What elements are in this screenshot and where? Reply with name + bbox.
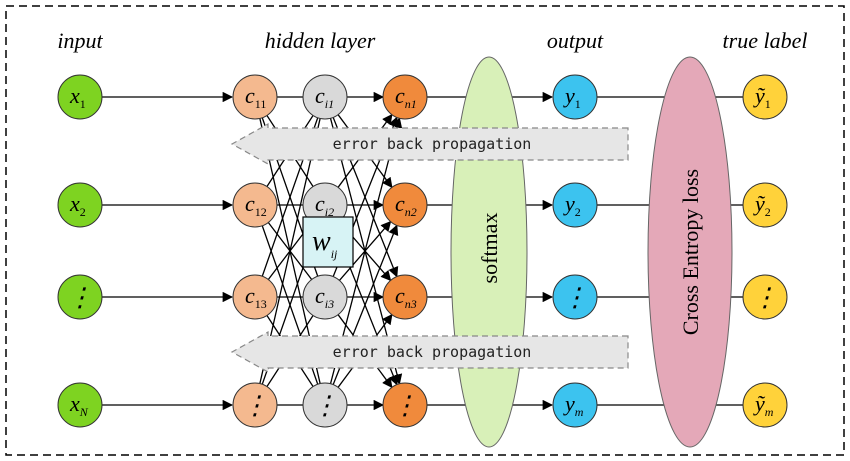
true-label-node-label: ⋮ bbox=[752, 283, 778, 312]
hidden-middle-node-circle bbox=[302, 74, 348, 120]
true-label-node: ỹ1 bbox=[742, 74, 788, 120]
input-node-label: x1 bbox=[69, 83, 86, 111]
hidden-first-node: c13 bbox=[232, 274, 278, 320]
backprop-arrow-bottom: error back propagation bbox=[230, 330, 629, 374]
input-node: ⋮ bbox=[57, 274, 103, 320]
hidden-middle-node-label: ci2 bbox=[315, 191, 334, 219]
hidden-first-node-label: c11 bbox=[245, 83, 266, 111]
hidden-middle-node-circle bbox=[302, 274, 348, 320]
output-node-label: ym bbox=[563, 391, 584, 419]
hidden-last-node: cn1 bbox=[382, 74, 428, 120]
header-hidden-layer: hidden layer bbox=[265, 28, 376, 53]
output-node-circle bbox=[552, 382, 598, 428]
hidden-middle-node-label: ci3 bbox=[315, 283, 334, 311]
input-node-label: x2 bbox=[69, 191, 86, 219]
true-label-node-label: ỹm bbox=[753, 391, 774, 419]
hidden-last-node: ⋮ bbox=[382, 382, 428, 428]
hidden-middle-node-label: ⋮ bbox=[312, 391, 338, 420]
input-node-circle bbox=[57, 274, 103, 320]
true-label-node-circle bbox=[742, 382, 788, 428]
true-label-node: ⋮ bbox=[742, 274, 788, 320]
hidden-middle-node: ci3 bbox=[302, 274, 348, 320]
true-label-node-label: ỹ1 bbox=[753, 83, 771, 111]
node-layer: x1 x2 ⋮ xN c11 c12 c13 ⋮ ci1 ci2 ci3 ⋮ cn1 cn2 cn3 ⋮ y1 y… bbox=[57, 74, 788, 428]
input-node: xN bbox=[57, 382, 103, 428]
hidden-first-node-label: ⋮ bbox=[242, 391, 268, 420]
hidden-last-node: cn3 bbox=[382, 274, 428, 320]
output-node-label: y2 bbox=[563, 191, 581, 219]
hidden-middle-node: ⋮ bbox=[302, 382, 348, 428]
hidden-last-node-label: cn1 bbox=[395, 83, 417, 111]
hidden-middle-node: ci1 bbox=[302, 74, 348, 120]
softmax-label: softmax bbox=[477, 213, 502, 284]
output-node: y1 bbox=[552, 74, 598, 120]
hidden-last-node-circle bbox=[382, 382, 428, 428]
output-node: ym bbox=[552, 382, 598, 428]
hidden-last-node-label: cn3 bbox=[395, 283, 417, 311]
input-node: x2 bbox=[57, 182, 103, 228]
input-node-circle bbox=[57, 74, 103, 120]
output-node-circle bbox=[552, 182, 598, 228]
input-node-label: ⋮ bbox=[67, 283, 93, 312]
hidden-last-node-circle bbox=[382, 274, 428, 320]
backprop-arrow-top: error back propagation bbox=[230, 122, 629, 166]
header-input: input bbox=[57, 28, 103, 53]
input-node-circle bbox=[57, 382, 103, 428]
hidden-first-node-circle bbox=[232, 382, 278, 428]
hidden-middle-node-circle bbox=[302, 382, 348, 428]
header-output: output bbox=[547, 28, 604, 53]
cross-entropy-ellipse bbox=[647, 56, 733, 448]
true-label-node-circle bbox=[742, 182, 788, 228]
output-node-label: ⋮ bbox=[562, 283, 588, 312]
true-label-node-label: ỹ2 bbox=[753, 191, 771, 219]
dashed-frame bbox=[5, 5, 845, 456]
header-true-label: true label bbox=[723, 28, 808, 53]
hidden-last-node-circle bbox=[382, 182, 428, 228]
hidden-first-node-label: c12 bbox=[245, 191, 267, 219]
hidden-first-node: c11 bbox=[232, 74, 278, 120]
output-node-label: y1 bbox=[563, 83, 581, 111]
true-label-node: ỹm bbox=[742, 382, 788, 428]
hidden-last-node-circle bbox=[382, 74, 428, 120]
hidden-first-node: ⋮ bbox=[232, 382, 278, 428]
output-node: ⋮ bbox=[552, 274, 598, 320]
weight-box: wij bbox=[302, 216, 354, 268]
backprop-label-top: error back propagation bbox=[333, 135, 532, 153]
true-label-node-circle bbox=[742, 274, 788, 320]
input-node-label: xN bbox=[69, 391, 89, 419]
true-label-node: ỹ2 bbox=[742, 182, 788, 228]
hidden-first-node-circle bbox=[232, 182, 278, 228]
hidden-first-node: c12 bbox=[232, 182, 278, 228]
backprop-label-bottom: error back propagation bbox=[333, 343, 532, 361]
hidden-first-node-circle bbox=[232, 274, 278, 320]
weight-box-label: wij bbox=[312, 226, 338, 261]
hidden-last-node-label: cn2 bbox=[395, 191, 417, 219]
input-node-circle bbox=[57, 182, 103, 228]
true-label-node-circle bbox=[742, 74, 788, 120]
input-node: x1 bbox=[57, 74, 103, 120]
output-node-circle bbox=[552, 74, 598, 120]
hidden-last-node: cn2 bbox=[382, 182, 428, 228]
hidden-last-node-label: ⋮ bbox=[392, 391, 418, 420]
hidden-first-node-label: c13 bbox=[245, 283, 267, 311]
output-node: y2 bbox=[552, 182, 598, 228]
cross-entropy-label: Cross Entropy loss bbox=[678, 169, 703, 335]
output-node-circle bbox=[552, 274, 598, 320]
hidden-first-node-circle bbox=[232, 74, 278, 120]
hidden-middle-node-label: ci1 bbox=[315, 83, 334, 111]
